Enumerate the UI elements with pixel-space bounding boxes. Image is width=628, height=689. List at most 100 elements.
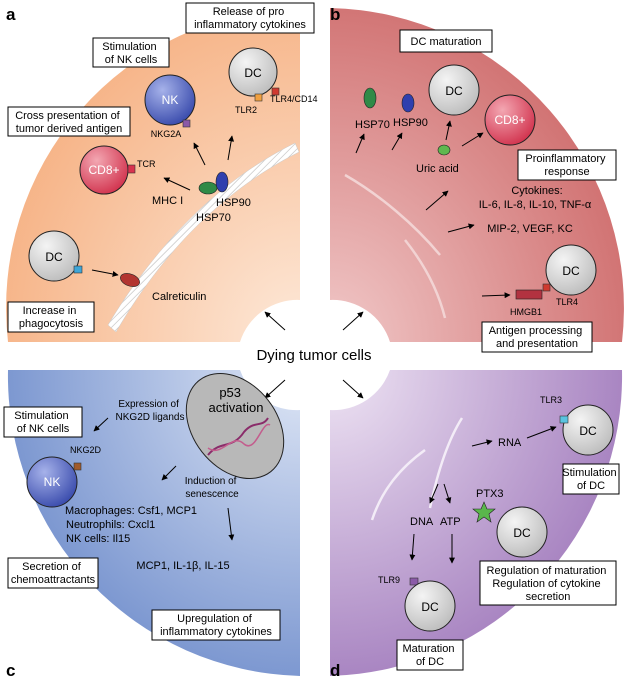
panel-b-cytokines-line2: MIP-2, VEGF, KC <box>487 223 573 235</box>
panel-b-hmgb1-label: HMGB1 <box>510 307 542 317</box>
panel-d-arrow-dna <box>429 483 439 504</box>
panel-c-nkg2d-ligands-text: Expression of NKG2D ligands <box>116 399 185 423</box>
panel-a-tlr4-receptor <box>271 87 280 96</box>
panel-d-ptx3-label: PTX3 <box>476 488 504 500</box>
panel-b-arrow-uric-cd8 <box>461 132 484 147</box>
panel-b-dc-bottom-cell <box>545 244 597 296</box>
panel-c-senescence-text: Induction of senescence <box>185 476 240 500</box>
panel-c-dna-helix-icon <box>207 417 269 456</box>
panel-b-hsp70-label: HSP70 <box>355 119 390 131</box>
panel-a-calreticulin-label: Calreticulin <box>152 291 206 303</box>
panel-a-mhc-label: MHC I <box>152 195 183 207</box>
panel-b-proinflam-text: Proinflammatory response <box>525 153 608 178</box>
panel-d-arrow-rna-dc <box>526 426 557 439</box>
panel-c-upreg-box <box>151 609 281 641</box>
panel-c-neutrophils: Neutrophils: Cxcl1 <box>66 519 155 531</box>
panel-b-letter: b <box>330 5 340 24</box>
panel-b-arrow-uric-dc <box>445 120 452 141</box>
panel-a-tcr-receptor <box>127 164 136 174</box>
center-arrow-b <box>342 311 364 331</box>
panel-d-dc-tlr9-label: DC <box>421 600 439 614</box>
panel-d-tlr3-receptor <box>559 415 569 424</box>
panel-b-hsp90-label: HSP90 <box>393 117 428 129</box>
panel-c-arrow-nkg2d <box>93 417 109 432</box>
panel-c-nk-label: NK <box>44 475 61 489</box>
panel-c-secretion-text: Secretion of chemoattractants <box>11 561 96 586</box>
panel-a-arrow-cd8 <box>163 177 191 191</box>
panel-d-mat-dc-text: Maturation of DC <box>402 643 457 668</box>
panel-c-nkg2d-label: NKG2D <box>70 445 102 455</box>
panel-c-letter: c <box>6 661 15 680</box>
panel-a-tcr-label: TCR <box>137 159 156 169</box>
panel-b-arrow-hsp70 <box>355 133 365 154</box>
panel-b-uric-label: Uric acid <box>416 163 459 175</box>
center-label: Dying tumor cells <box>256 347 371 364</box>
panel-b-dc-top-label: DC <box>445 84 463 98</box>
panel-a-letter: a <box>6 5 16 24</box>
panel-b-dc-top-cell <box>428 64 480 116</box>
panel-c-mcp-label: MCP1, IL-1β, IL-15 <box>136 560 229 572</box>
center-arrow-c <box>264 379 286 399</box>
panel-a-phago-box <box>7 301 95 333</box>
panel-b-maturation-text: DC maturation <box>411 36 482 48</box>
panel-d-atp-label: ATP <box>440 516 461 528</box>
panel-d-stim-dc-box <box>562 463 620 495</box>
panel-b-tlr4-label: TLR4 <box>556 297 578 307</box>
panel-a-arrow-dc <box>227 135 235 161</box>
panel-b-dc-bottom-label: DC <box>562 264 580 278</box>
panel-a-phago-text: Increase in phagocytosis <box>19 305 84 330</box>
panel-c-nkg2d-receptor <box>73 462 82 471</box>
panel-d-regulation-text: Regulation of maturation Regulation of c… <box>487 565 610 603</box>
panel-b-hsp90-shape <box>401 93 415 113</box>
panel-a-tlr2-label: TLR2 <box>235 105 257 115</box>
panel-a-nk-label: NK <box>162 93 179 107</box>
panel-b-arc-1 <box>344 173 441 256</box>
panel-d-stim-dc-text: Stimulation of DC <box>562 467 619 492</box>
center-arrow-a <box>264 311 286 331</box>
panel-a-cross-box <box>7 106 131 137</box>
panel-a-background <box>6 8 300 342</box>
panel-b-arrow-mip <box>447 223 475 233</box>
panel-c-nkcells: NK cells: Il15 <box>66 533 130 545</box>
panel-c-dna-helix-icon-strand <box>207 424 271 451</box>
panel-d-arrow-dna-down <box>409 533 416 561</box>
panel-d-letter: d <box>330 661 340 680</box>
panel-a-nk-stim-text: Stimulation of NK cells <box>102 41 159 66</box>
panel-d-tlr3-label: TLR3 <box>540 395 562 405</box>
panel-a-dc-left-cell <box>28 230 80 282</box>
panel-a-nkg2a-label: NKG2A <box>151 129 182 139</box>
panel-a-arrow-calreticulin <box>91 269 119 277</box>
panel-a-tlr4cd14-label: TLR4/CD14 <box>270 94 318 104</box>
panel-b-cd8-cell <box>484 94 536 146</box>
panel-c-secretion-box <box>7 557 99 589</box>
panel-d-ptx3-star-icon <box>472 501 496 523</box>
panel-a-nkg2a-receptor <box>182 119 191 128</box>
panel-d-dc-ptx3-label: DC <box>513 526 531 540</box>
panel-a-hsp70-shape <box>198 181 218 195</box>
panel-d-dc-ptx3-cell <box>496 506 548 558</box>
panel-b-cytokines-title: Cytokines: <box>511 185 562 197</box>
panel-c-nk-stim-box <box>3 406 83 438</box>
panel-a-release-text: Release of pro inflammatory cytokines <box>194 6 306 31</box>
panel-d-arrow-atp <box>443 483 452 504</box>
panel-c-arrow-senescence <box>161 465 177 481</box>
panel-b-arrow-hsp90 <box>391 132 403 151</box>
panel-b-hsp70-shape <box>363 87 377 109</box>
panel-a-membrane <box>107 142 300 333</box>
panel-b-arrow-cytokines <box>425 190 449 211</box>
panel-b-cd8-label: CD8+ <box>494 113 525 127</box>
panel-c-macrophages: Macrophages: Csf1, MCP1 <box>65 505 197 517</box>
center-arrow-d <box>342 379 364 399</box>
panel-d-arc-1 <box>370 448 426 521</box>
panel-c-arrow-mcp <box>227 507 235 541</box>
panel-c-upreg-text: Upregulation of inflammatory cytokines <box>160 613 272 638</box>
panel-b-uric-shape <box>437 144 451 156</box>
panel-d-dc-tlr3-label: DC <box>579 424 597 438</box>
panel-d-tlr9-receptor <box>409 577 419 586</box>
panel-c-nk-stim-text: Stimulation of NK cells <box>14 410 71 435</box>
panel-a-dc-left-receptor <box>73 265 83 274</box>
panel-b-antigen-box <box>481 321 593 353</box>
panel-d-regulation-box <box>479 560 617 606</box>
